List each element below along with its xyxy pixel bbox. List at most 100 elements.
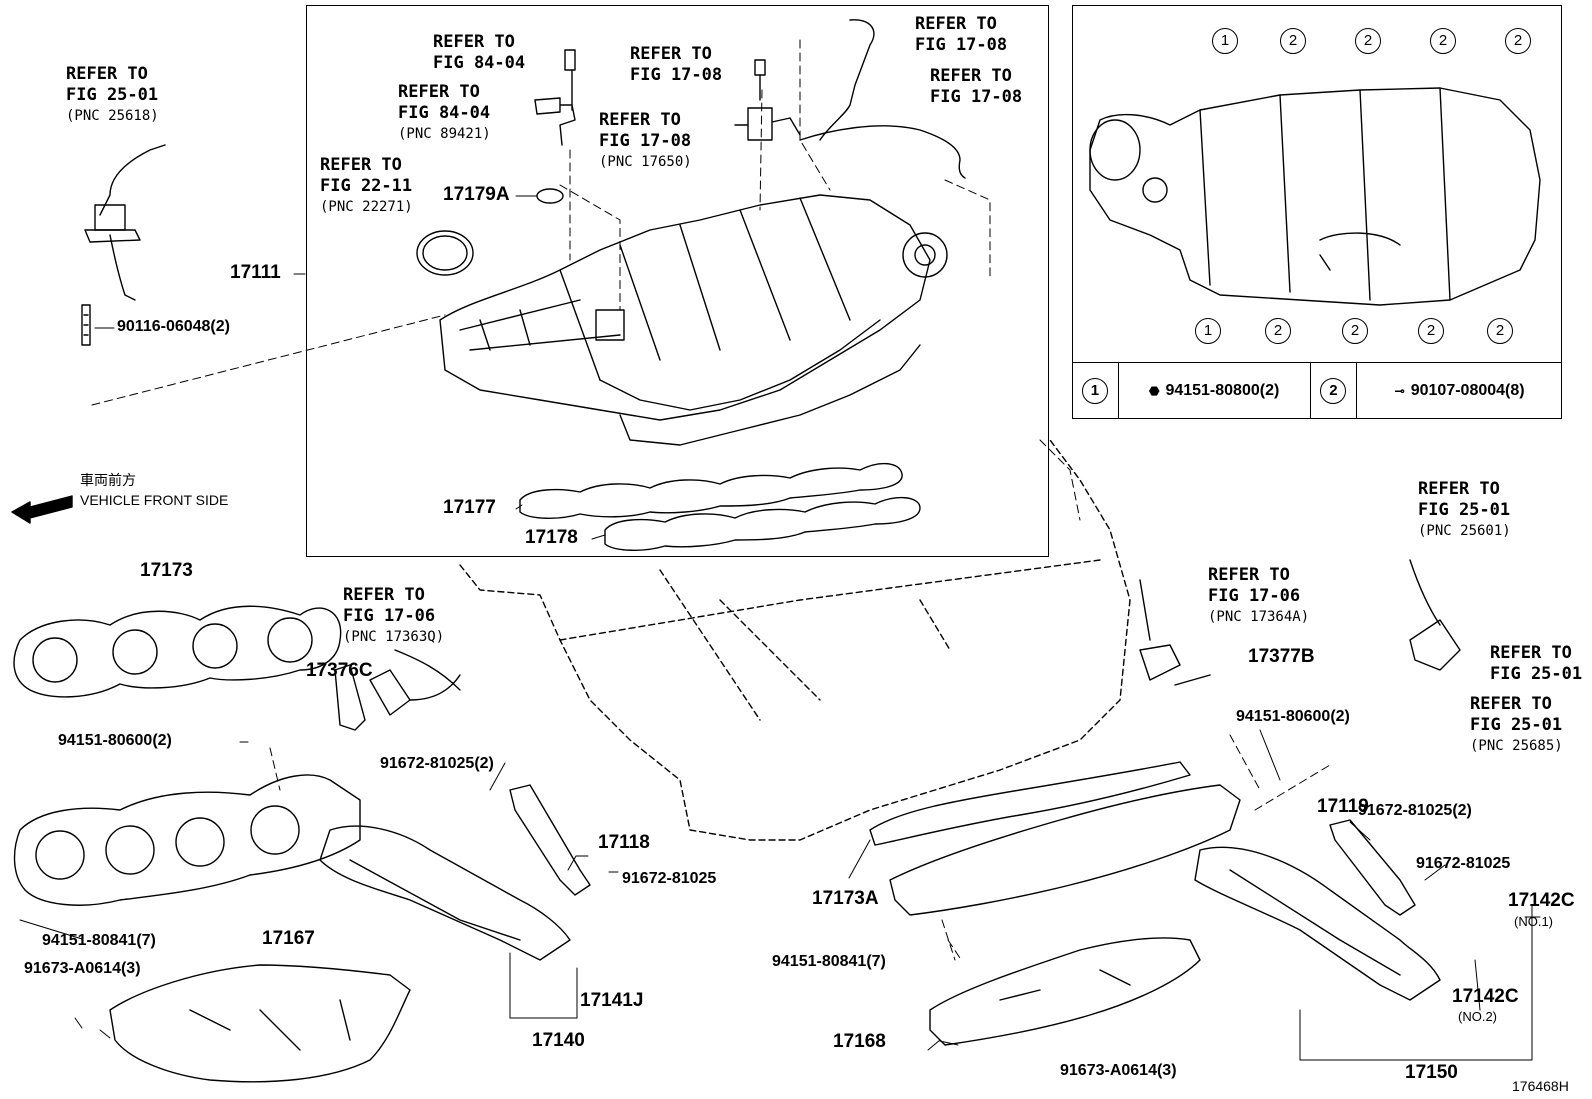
ref-line: REFER TO [915, 14, 997, 34]
part-17141J[interactable]: 17141J [580, 990, 644, 1011]
left-pipe-and-stud-drawing [81, 144, 166, 346]
part-17376C[interactable]: 17376C [306, 660, 373, 681]
part-17179A[interactable]: 17179A [443, 184, 510, 205]
part-91673-A0614-left[interactable]: 91673-A0614(3) [24, 960, 141, 977]
legend-marker-cell-2: 2 [1311, 363, 1358, 419]
part-91672-81025-2-left[interactable]: 91672-81025(2) [380, 755, 494, 772]
part-17377B[interactable]: 17377B [1248, 646, 1315, 667]
part-94151-80600-right[interactable]: 94151-80600(2) [1236, 708, 1350, 725]
part-17111[interactable]: 17111 [230, 262, 281, 283]
exhaust-gasket-left-drawing [13, 605, 342, 698]
legend-marker-2: 2 [1320, 378, 1347, 404]
ref-fig-17-08-hose-b[interactable]: REFER TO FIG 17-08 [930, 66, 1022, 108]
part-94151-80600-left[interactable]: 94151-80600(2) [58, 732, 172, 749]
inset-bolt-diagram-frame [1072, 5, 1562, 419]
ref-pnc: (PNC 25601) [1418, 523, 1511, 539]
inset-marker-top-2: 2 [1280, 28, 1306, 54]
ref-line: FIG 17-08 [915, 35, 1008, 55]
exhaust-manifold-left-drawing [13, 774, 571, 961]
part-17173[interactable]: 17173 [140, 560, 193, 581]
ref-line: FIG 17-08 [630, 65, 723, 85]
legend-marker-cell-1: 1 [1072, 363, 1119, 419]
intake-manifold-drawing [439, 194, 948, 446]
ref-line: REFER TO [66, 64, 148, 84]
ref-fig-22-11[interactable]: REFER TO FIG 22-11 (PNC 22271) [320, 155, 413, 218]
ref-fig-25-01-right-bot[interactable]: REFER TO FIG 25-01 (PNC 25685) [1470, 694, 1563, 757]
part-17173A[interactable]: 17173A [812, 888, 879, 909]
ref-line: FIG 25-01 [1418, 500, 1511, 520]
ref-fig-17-08-bolt[interactable]: REFER TO FIG 17-08 [630, 44, 722, 86]
legend-part-cell-1: ⬣ 94151-80800(2) [1119, 363, 1311, 419]
ref-pnc: (PNC 22271) [320, 199, 413, 215]
part-94151-80841-right[interactable]: 94151-80841(7) [772, 953, 886, 970]
ref-fig-17-08-vsv[interactable]: REFER TO FIG 17-08 (PNC 17650) [599, 110, 692, 173]
part-17150[interactable]: 17150 [1405, 1062, 1458, 1083]
part-17118[interactable]: 17118 [598, 832, 650, 853]
part-17177[interactable]: 17177 [443, 497, 496, 518]
ref-line: FIG 17-06 [343, 606, 436, 626]
ref-line: REFER TO [433, 32, 515, 52]
exhaust-manifold-right-drawing [889, 784, 1441, 1001]
ref-line: REFER TO [630, 44, 712, 64]
legend-marker-1: 1 [1081, 378, 1108, 404]
sensor-and-vsv-drawing [534, 19, 966, 179]
ref-line: REFER TO [1470, 694, 1552, 714]
ref-fig-25-01-left[interactable]: REFER TO FIG 25-01 (PNC 25618) [66, 64, 159, 127]
heat-insulator-right-drawing [929, 937, 1201, 1046]
ref-pnc: (PNC 89421) [398, 126, 491, 142]
inset-legend-table: 1 ⬣ 94151-80800(2) 2 ⊸ 90107-08004(8) [1072, 362, 1562, 419]
ref-line: REFER TO [320, 155, 402, 175]
inset-marker-bottom-2: 2 [1265, 318, 1291, 344]
ref-fig-25-01-right-top[interactable]: REFER TO FIG 25-01 (PNC 25601) [1418, 479, 1511, 542]
part-94151-80841-left[interactable]: 94151-80841(7) [42, 932, 156, 949]
ref-line: REFER TO [343, 585, 425, 605]
front-label-jp: 車両前方 [80, 472, 136, 488]
inset-marker-top-1: 1 [1212, 28, 1238, 54]
inset-marker-bottom-3: 2 [1342, 318, 1368, 344]
part-91673-A0614-right[interactable]: 91673-A0614(3) [1060, 1062, 1177, 1079]
bolt-icon: ⊸ [1394, 384, 1405, 398]
inset-marker-top-4: 2 [1430, 28, 1456, 54]
ref-fig-25-01-right-mid[interactable]: REFER TO FIG 25-01 [1490, 643, 1582, 685]
part-90116-06048[interactable]: 90116-06048(2) [117, 318, 230, 335]
drawing-id: 176468H [1512, 1078, 1569, 1094]
intake-manifold-frame [306, 5, 1049, 557]
part-17178[interactable]: 17178 [525, 527, 578, 548]
ref-line: REFER TO [599, 110, 681, 130]
inset-manifold-drawing [1089, 87, 1541, 306]
ref-line: FIG 17-06 [1208, 586, 1301, 606]
ref-line: REFER TO [398, 82, 480, 102]
ref-line: REFER TO [1490, 643, 1572, 663]
part-17142C-no1[interactable]: 17142C [1508, 890, 1575, 911]
ref-fig-17-06-left[interactable]: REFER TO FIG 17-06 (PNC 17363Q) [343, 585, 444, 648]
nut-icon: ⬣ [1148, 384, 1160, 398]
ref-fig-84-04-sensor[interactable]: REFER TO FIG 84-04 (PNC 89421) [398, 82, 491, 145]
front-label-en: VEHICLE FRONT SIDE [80, 492, 229, 508]
part-91672-81025-left[interactable]: 91672-81025 [622, 870, 717, 887]
ref-line: FIG 17-08 [930, 87, 1023, 107]
ref-line: FIG 84-04 [398, 103, 491, 123]
bracket-left-drawing [334, 649, 591, 896]
part-17119[interactable]: 17119 [1317, 796, 1369, 817]
ref-line: FIG 25-01 [1470, 715, 1563, 735]
part-17168[interactable]: 17168 [833, 1031, 886, 1052]
ref-line: FIG 25-01 [66, 85, 159, 105]
part-17167[interactable]: 17167 [262, 928, 315, 949]
inset-marker-top-5: 2 [1505, 28, 1531, 54]
ref-pnc: (PNC 17363Q) [343, 629, 445, 645]
part-91672-81025-2-right[interactable]: 91672-81025(2) [1358, 802, 1472, 819]
inset-marker-bottom-1: 1 [1195, 318, 1221, 344]
ref-fig-17-08-hose-a[interactable]: REFER TO FIG 17-08 [915, 14, 1007, 56]
ref-line: FIG 84-04 [433, 53, 526, 73]
ref-fig-17-06-right[interactable]: REFER TO FIG 17-06 (PNC 17364A) [1208, 565, 1309, 628]
ref-fig-84-04-bolt[interactable]: REFER TO FIG 84-04 [433, 32, 525, 74]
part-17142C-no2[interactable]: 17142C [1452, 986, 1519, 1007]
inset-marker-top-3: 2 [1355, 28, 1381, 54]
ref-line: FIG 25-01 [1490, 664, 1583, 684]
part-17142C-no1-note: (NO.1) [1514, 914, 1553, 929]
part-91672-81025-right[interactable]: 91672-81025 [1416, 855, 1511, 872]
inset-marker-bottom-5: 2 [1487, 318, 1513, 344]
legend-part-2: 90107-08004(8) [1410, 382, 1525, 399]
part-17140[interactable]: 17140 [532, 1030, 585, 1051]
